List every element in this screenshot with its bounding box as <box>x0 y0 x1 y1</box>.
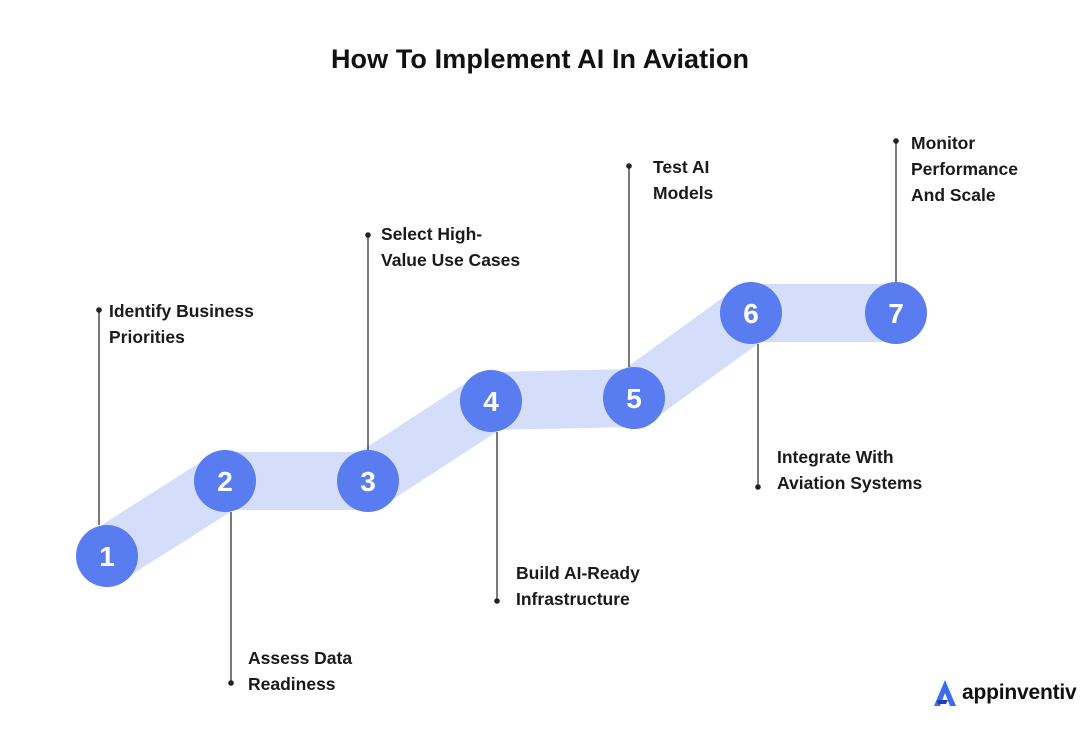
step-2-label-line: Assess Data <box>248 648 353 668</box>
connector-dot-1 <box>96 307 102 313</box>
connector-lines <box>96 138 899 686</box>
brand-name: appinventiv <box>962 681 1077 704</box>
page-title: How To Implement AI In Aviation <box>330 44 750 74</box>
step-4-label-line: Infrastructure <box>516 589 630 609</box>
step-2-number: 2 <box>217 466 233 497</box>
step-6-node: 6 <box>720 282 782 344</box>
connector-dot-3 <box>365 232 371 238</box>
step-5-circle <box>603 367 665 429</box>
step-3-node: 3 <box>337 450 399 512</box>
step-5-label-line: Test AI <box>653 157 710 177</box>
step-3-label-line: Value Use Cases <box>381 250 521 270</box>
step-5-node: 5 <box>603 367 665 429</box>
step-7-number: 7 <box>888 298 904 329</box>
step-7-label-line: Performance <box>911 159 1018 179</box>
appinventiv-logo-icon <box>934 680 956 706</box>
step-3-circle <box>337 450 399 512</box>
step-4-node: 4 <box>460 370 522 432</box>
step-4-circle <box>460 370 522 432</box>
step-5-number: 5 <box>626 383 642 414</box>
brand-logo: appinventiv <box>932 676 1077 710</box>
step-2-circle <box>194 450 256 512</box>
step-2-label-line: Readiness <box>248 674 336 694</box>
connector-dot-7 <box>893 138 899 144</box>
step-4-label-line: Build AI-Ready <box>516 563 640 583</box>
step-3-label-line: Select High- <box>381 224 483 244</box>
step-5-label-line: Models <box>653 183 714 203</box>
step-5-label: Test AI Models <box>653 154 713 206</box>
connector-dot-6 <box>755 484 761 490</box>
step-3-number: 3 <box>360 466 376 497</box>
step-1-number: 1 <box>99 541 115 572</box>
connector-dot-4 <box>494 598 500 604</box>
step-7-label-line: And Scale <box>911 185 996 205</box>
connector-dot-5 <box>626 163 632 169</box>
step-6-label-line: Integrate With <box>777 447 894 467</box>
step-1-label-line: Identify Business <box>109 301 254 321</box>
step-1-circle <box>76 525 138 587</box>
step-2-node: 2 <box>194 450 256 512</box>
step-circles: 1 2 3 4 5 6 7 <box>76 282 927 587</box>
step-3-label: Select High- Value Use Cases <box>381 221 520 273</box>
step-7-node: 7 <box>865 282 927 344</box>
step-7-circle <box>865 282 927 344</box>
step-7-label-line: Monitor <box>911 133 976 153</box>
step-6-label-line: Aviation Systems <box>777 473 923 493</box>
step-1-label-line: Priorities <box>109 327 185 347</box>
step-6-circle <box>720 282 782 344</box>
step-1-node: 1 <box>76 525 138 587</box>
step-4-number: 4 <box>483 386 499 417</box>
connector-dot-2 <box>228 680 234 686</box>
step-6-number: 6 <box>743 298 759 329</box>
